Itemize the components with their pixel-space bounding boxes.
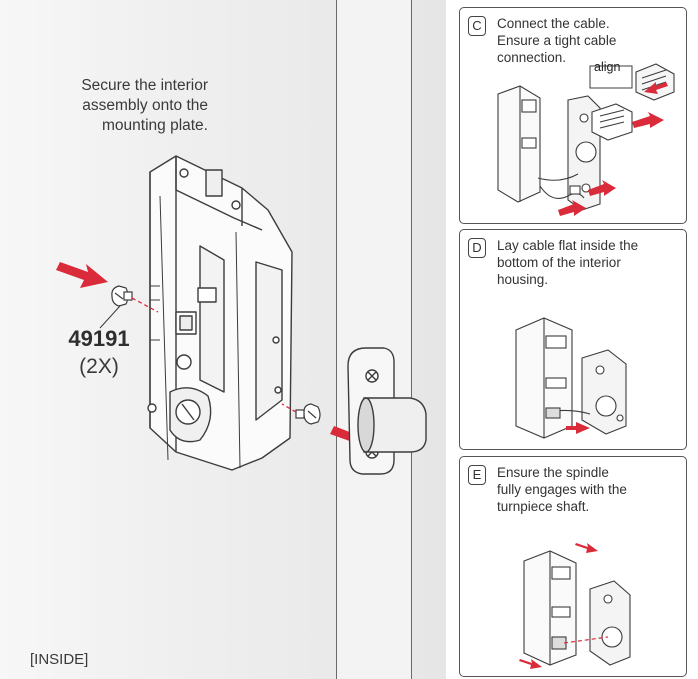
step-d-illustration: [515, 317, 627, 439]
door-edge: [336, 0, 412, 679]
caption-line: assembly onto the: [82, 97, 208, 114]
main-instruction: Secure the interior assembly onto the mo…: [30, 76, 208, 136]
arrow-icon: [644, 82, 668, 94]
step-line: turnpiece shaft.: [497, 499, 590, 514]
step-c-badge: C: [468, 16, 486, 36]
step-d-text: Lay cable flat inside the bottom of the …: [497, 237, 683, 288]
arrow-icon: [588, 180, 616, 196]
arrow-icon: [566, 422, 590, 434]
step-d-panel: D Lay cable flat inside the bottom of th…: [459, 229, 687, 450]
part-number: 49191: [68, 326, 130, 351]
caption-line: mounting plate.: [102, 117, 208, 134]
caption-line: Secure the interior: [81, 77, 208, 94]
step-line: Connect the cable.: [497, 16, 610, 31]
step-e-panel: E Ensure the spindle fully engages with …: [459, 456, 687, 677]
step-line: Ensure the spindle: [497, 465, 609, 480]
step-line: connection.: [497, 50, 567, 65]
latch-spindle: [357, 397, 427, 453]
step-line: bottom of the interior: [497, 255, 621, 270]
arrow-icon: [575, 543, 598, 553]
inside-label: [INSIDE]: [30, 651, 89, 668]
arrow-icon: [519, 659, 542, 669]
step-line: Ensure a tight cable: [497, 33, 617, 48]
leader-line: [99, 305, 121, 329]
step-line: fully engages with the: [497, 482, 627, 497]
arrow-icon: [558, 200, 586, 216]
part-quantity: (2X): [79, 355, 119, 378]
step-c-illustration: [497, 63, 675, 216]
screw-right: [295, 403, 321, 425]
screw-left: [111, 285, 133, 307]
step-line: housing.: [497, 272, 549, 287]
step-e-illustration: [519, 543, 631, 669]
arrow-icon: [632, 112, 664, 128]
align-callout: align: [594, 60, 621, 74]
step-c-text: Connect the cable. Ensure a tight cable …: [497, 15, 683, 66]
step-d-badge: D: [468, 238, 486, 258]
step-line: Lay cable flat inside the: [497, 238, 639, 253]
step-e-badge: E: [468, 465, 486, 485]
step-c-panel: C Connect the cable. Ensure a tight cabl…: [459, 7, 687, 224]
step-e-text: Ensure the spindle fully engages with th…: [497, 464, 683, 515]
interior-housing: [147, 155, 293, 471]
interior-assembly-illustration: [56, 155, 427, 475]
arrow-icon: [56, 262, 108, 288]
